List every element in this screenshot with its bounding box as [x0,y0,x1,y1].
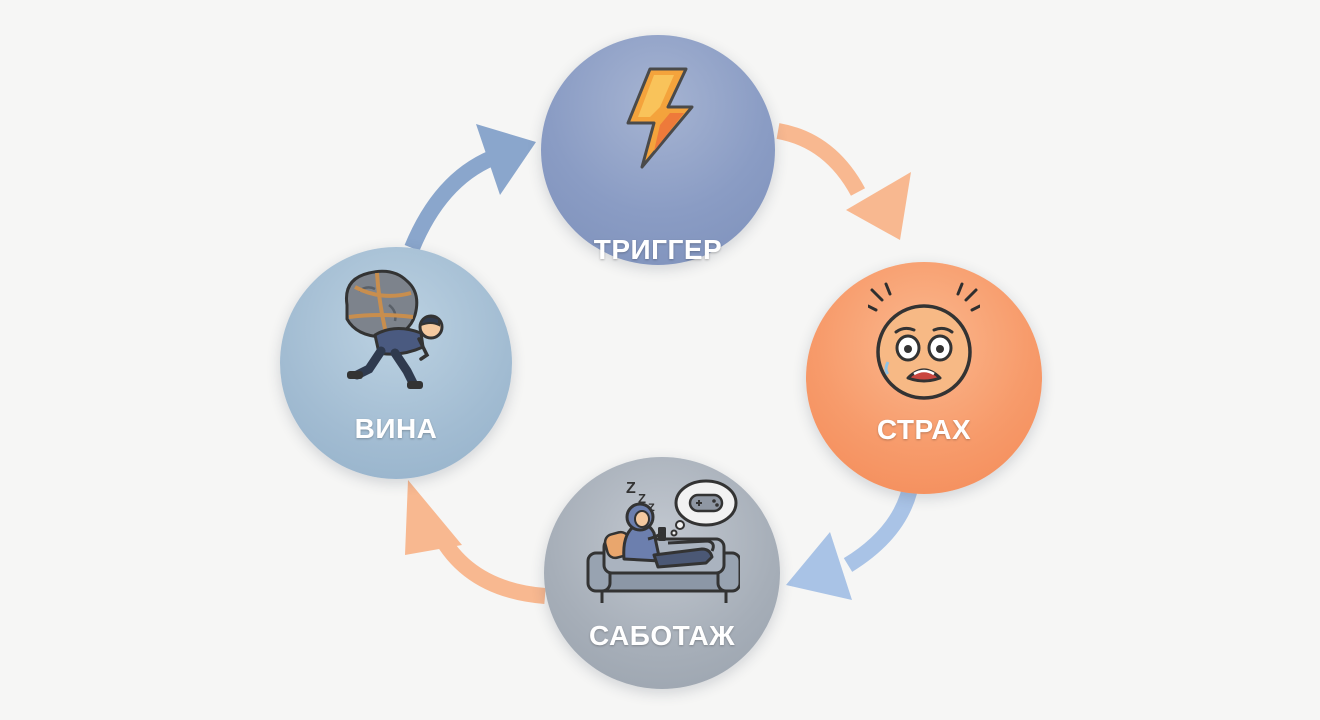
node-guilt-label: ВИНА [354,413,438,444]
node-sabotage: Z Z Z [544,457,780,689]
svg-text:Z: Z [648,502,655,514]
node-fear: СТРАХ [806,262,1042,494]
arrow-trigger-to-fear [776,123,911,240]
lightning-bolt-icon [626,67,694,169]
node-sabotage-label: САБОТАЖ [588,620,735,651]
svg-text:Z: Z [626,480,636,497]
node-guilt: ВИНА [280,247,512,479]
arrow-guilt-to-trigger [404,124,536,252]
scared-face-icon [868,282,980,400]
svg-text:Z: Z [638,491,646,506]
arrow-sabotage-to-guilt [405,480,546,604]
person-on-couch-icon: Z Z Z [586,479,740,603]
person-carrying-boulder-icon [344,269,444,389]
node-fear-label: СТРАХ [876,414,972,445]
node-trigger-label: ТРИГГЕР [593,234,723,265]
arrow-fear-to-sabotage [786,476,920,600]
node-trigger: ТРИГГЕР [541,35,775,265]
